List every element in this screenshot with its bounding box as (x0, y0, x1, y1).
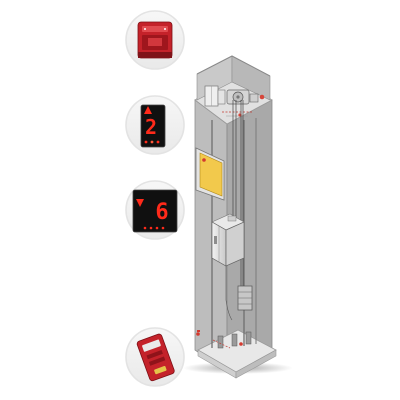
pit-equipment (212, 331, 252, 349)
red-panel-icon (137, 21, 173, 59)
car-buffer-left (217, 335, 224, 349)
landing-door-panel (199, 152, 223, 197)
pit-base-front-right (235, 349, 277, 379)
red-box-icon (136, 333, 175, 382)
callout-floor-indicator-down: 6 (125, 180, 185, 240)
car-buffer-right (231, 333, 238, 347)
indicator-display-down (132, 189, 178, 233)
machine-room-equipment (204, 85, 265, 117)
machine-room-rim (196, 55, 271, 77)
hall-button-marker (196, 332, 200, 336)
landing-door (195, 147, 225, 201)
elevator-car (211, 213, 245, 267)
indicator-display-up (140, 104, 166, 148)
floor-digit-down: 6 (155, 200, 168, 225)
callout-floor-indicator-up: 2 (125, 95, 185, 155)
up-arrow-icon (144, 106, 152, 114)
down-arrow-icon (136, 199, 144, 207)
warning-sign-icon (259, 94, 265, 100)
car-operating-panel (214, 236, 217, 244)
car-side (225, 221, 245, 267)
counterweight (237, 285, 253, 311)
counterweight-buffer (245, 331, 252, 345)
pit-switch-icon (239, 342, 243, 346)
landing-call-button (202, 158, 206, 162)
controller-cabinet-2 (217, 89, 226, 105)
callout-call-station (125, 327, 185, 387)
car-top-station (227, 215, 237, 222)
floor-digit-up: 2 (145, 115, 157, 139)
callout-control-cabinet (125, 10, 185, 70)
